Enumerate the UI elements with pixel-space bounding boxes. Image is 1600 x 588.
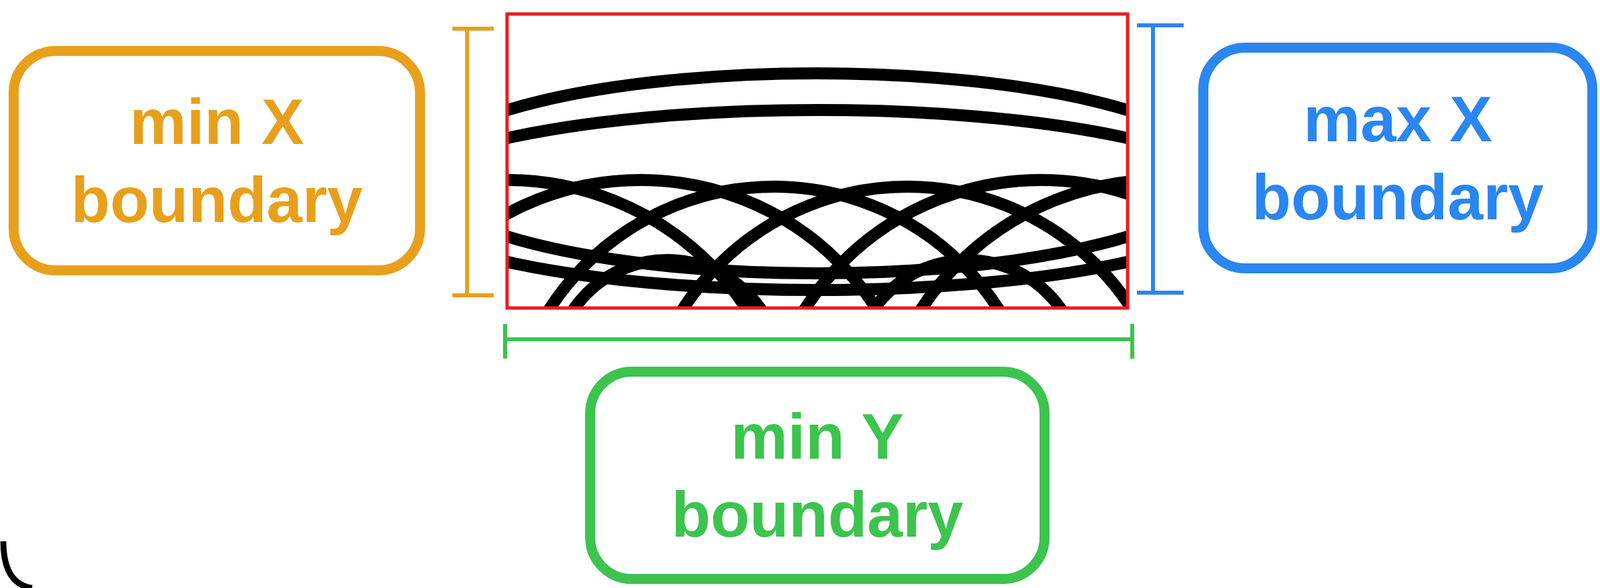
label-box: min Y boundary — [585, 366, 1050, 585]
box-label: max X boundary — [1208, 80, 1588, 237]
min-y-bracket — [505, 324, 1133, 359]
max-x-bracket — [1136, 25, 1184, 293]
min-x-bracket — [452, 28, 494, 296]
box-label: min X boundary — [18, 82, 416, 239]
bounding-box — [507, 14, 1128, 309]
label-box: max X boundary — [1198, 42, 1598, 274]
arc-pattern — [507, 73, 1128, 309]
corner-curve — [3, 541, 33, 588]
box-label: min Y boundary — [595, 397, 1040, 554]
label-box: min X boundary — [8, 46, 426, 276]
